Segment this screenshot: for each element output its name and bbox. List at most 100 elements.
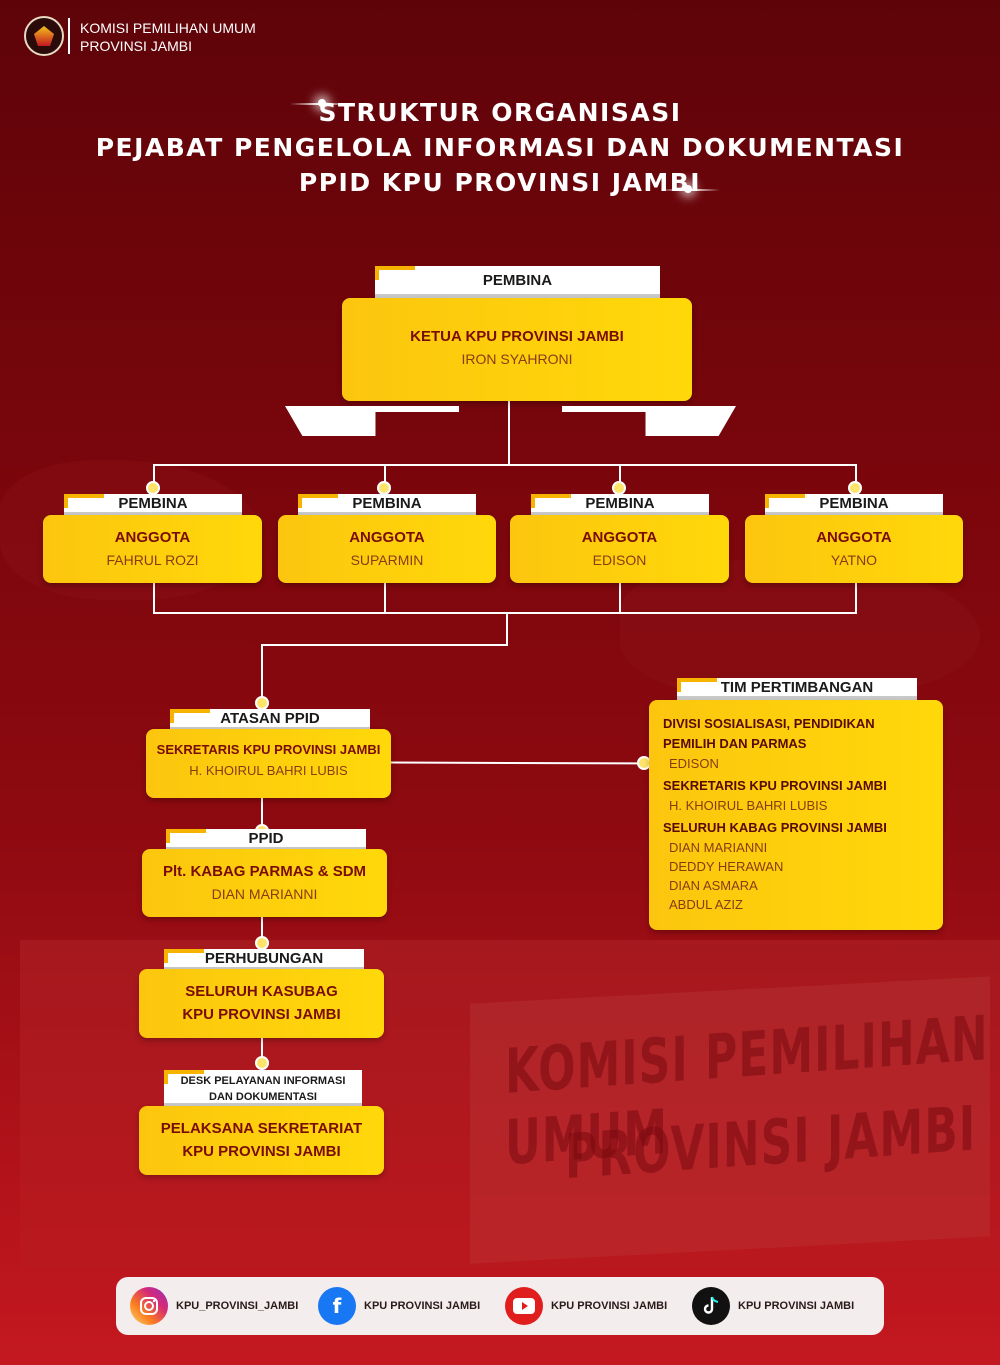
member-1-tab: PEMBINA (64, 494, 242, 516)
page-title-line2: PEJABAT PENGELOLA INFORMASI DAN DOKUMENT… (95, 133, 905, 162)
connector-m3-down (619, 464, 621, 490)
atasan-tab: ATASAN PPID (170, 709, 370, 731)
member-4-name: YATNO (830, 552, 878, 568)
pembina-top-title: KETUA KPU PROVINSI JAMBI (410, 328, 624, 345)
member-1-title: ANGGOTA (114, 529, 191, 546)
tim-name-2: H. KHOIRUL BAHRI LUBIS (669, 798, 828, 813)
tiktok-label: KPU PROVINSI JAMBI (738, 1300, 855, 1312)
connector-atasan-ppid (261, 796, 263, 836)
instagram-icon (130, 1287, 168, 1325)
connector-dot-desk (255, 1056, 269, 1070)
desk-line2: KPU PROVINSI JAMBI (182, 1143, 341, 1160)
page-title-line1: STRUKTUR ORGANISASI (318, 98, 682, 127)
tim-name-3a: DIAN MARIANNI (669, 840, 768, 855)
ppid-name: DIAN MARIANNI (211, 886, 318, 902)
header-divider (68, 18, 70, 54)
connector-m1-down (153, 464, 155, 490)
org-name: KOMISI PEMILIHAN UMUM PROVINSI JAMBI (80, 19, 256, 55)
social-instagram[interactable]: KPU_PROVINSI_JAMBI (130, 1287, 298, 1325)
page-title-line3: PPID KPU PROVINSI JAMBI (298, 168, 702, 197)
perhubungan-box: SELURUH KASUBAG KPU PROVINSI JAMBI (139, 969, 384, 1038)
connector-dot-perhubungan (255, 936, 269, 950)
tim-tab: TIM PERTIMBANGAN (677, 678, 917, 700)
connector-m2-down (384, 464, 386, 490)
desk-tab: DESK PELAYANAN INFORMASI DAN DOKUMENTASI (164, 1070, 362, 1107)
atasan-box: SEKRETARIS KPU PROVINSI JAMBI H. KHOIRUL… (146, 729, 391, 798)
connector-to-atasan-horizontal (261, 644, 508, 646)
title-sparkle-dot-left (318, 99, 326, 107)
tim-name-3b: DEDDY HERAWAN (669, 859, 784, 874)
connector-dot-m1 (146, 481, 160, 495)
pembina-top-tab: PEMBINA (375, 266, 660, 298)
member-2-name: SUPARMIN (350, 552, 424, 568)
member-3-tab: PEMBINA (531, 494, 709, 516)
tim-heading-3: SELURUH KABAG PROVINSI JAMBI (663, 820, 887, 835)
member-3-name: EDISON (592, 552, 647, 568)
background-map-shape-right (620, 560, 980, 700)
perhubungan-tab: PERHUBUNGAN (164, 949, 364, 971)
connector-dot-atasan (255, 696, 269, 710)
tim-name-3c: DIAN ASMARA (669, 878, 758, 893)
connector-bottom-m3 (619, 582, 621, 614)
pembina-wing-left (285, 406, 459, 436)
social-youtube[interactable]: KPU PROVINSI JAMBI (505, 1287, 667, 1325)
atasan-title: SEKRETARIS KPU PROVINSI JAMBI (156, 742, 381, 757)
desk-tab-line2: DAN DOKUMENTASI (209, 1091, 317, 1103)
perhubungan-line1: SELURUH KASUBAG (185, 983, 338, 1000)
connector-m4-down (855, 464, 857, 490)
social-tiktok[interactable]: KPU PROVINSI JAMBI (692, 1287, 854, 1325)
tim-heading-2: SEKRETARIS KPU PROVINSI JAMBI (663, 778, 887, 793)
ppid-title: Plt. KABAG PARMAS & SDM (162, 863, 367, 880)
connector-bottom-m2 (384, 582, 386, 614)
tim-name-3d: ABDUL AZIZ (669, 897, 743, 912)
connector-to-atasan-vertical (261, 644, 263, 704)
connector-bottom-horizontal (153, 612, 857, 614)
tim-name-1: EDISON (669, 756, 719, 771)
tim-heading-1-line1: DIVISI SOSIALISASI, PENDIDIKAN (663, 716, 875, 731)
connector-dot-m3 (612, 481, 626, 495)
member-4-title: ANGGOTA (816, 529, 892, 546)
instagram-label: KPU_PROVINSI_JAMBI (176, 1300, 299, 1312)
desk-line1: PELAKSANA SEKRETARIAT (160, 1120, 363, 1137)
tim-heading-1-line2: PEMILIH DAN PARMAS (663, 736, 807, 751)
pembina-top-name: IRON SYAHRONI (461, 351, 573, 367)
ppid-box: Plt. KABAG PARMAS & SDM DIAN MARIANNI (142, 849, 387, 917)
connector-perhubungan-desk (261, 1036, 263, 1072)
social-facebook[interactable]: f KPU PROVINSI JAMBI (318, 1287, 480, 1325)
connector-members-horizontal (153, 464, 857, 466)
member-1-box: ANGGOTA FAHRUL ROZI (43, 515, 262, 583)
tiktok-icon (692, 1287, 730, 1325)
org-name-line1: KOMISI PEMILIHAN UMUM (80, 20, 256, 36)
desk-box: PELAKSANA SEKRETARIAT KPU PROVINSI JAMBI (139, 1106, 384, 1175)
youtube-label: KPU PROVINSI JAMBI (551, 1300, 668, 1312)
facebook-label: KPU PROVINSI JAMBI (364, 1300, 481, 1312)
connector-bottom-m1 (153, 582, 155, 614)
pembina-wing-right (562, 406, 736, 436)
member-4-box: ANGGOTA YATNO (745, 515, 963, 583)
atasan-name: H. KHOIRUL BAHRI LUBIS (189, 763, 348, 778)
pembina-top-box: KETUA KPU PROVINSI JAMBI IRON SYAHRONI (342, 298, 692, 401)
kpu-emblem-icon (34, 26, 54, 46)
tim-box: DIVISI SOSIALISASI, PENDIDIKAN PEMILIH D… (649, 700, 943, 930)
facebook-icon: f (318, 1287, 356, 1325)
youtube-icon (505, 1287, 543, 1325)
social-footer: KPU_PROVINSI_JAMBI f KPU PROVINSI JAMBI … (116, 1277, 884, 1335)
connector-top-vertical (508, 400, 510, 466)
perhubungan-line2: KPU PROVINSI JAMBI (182, 1006, 341, 1023)
kpu-logo (24, 16, 64, 56)
ppid-tab: PPID (166, 829, 366, 851)
member-3-box: ANGGOTA EDISON (510, 515, 729, 583)
title-sparkle-dot-right (684, 185, 692, 193)
member-3-title: ANGGOTA (581, 529, 658, 546)
connector-bottom-m4 (855, 582, 857, 614)
member-4-tab: PEMBINA (765, 494, 943, 516)
member-1-name: FAHRUL ROZI (106, 552, 199, 568)
member-2-title: ANGGOTA (349, 529, 425, 546)
member-2-box: ANGGOTA SUPARMIN (278, 515, 496, 583)
connector-center-down (506, 612, 508, 646)
desk-tab-line1: DESK PELAYANAN INFORMASI (180, 1075, 346, 1087)
connector-atasan-tim (389, 761, 646, 765)
connector-dot-m2 (377, 481, 391, 495)
connector-dot-m4 (848, 481, 862, 495)
member-2-tab: PEMBINA (298, 494, 476, 516)
